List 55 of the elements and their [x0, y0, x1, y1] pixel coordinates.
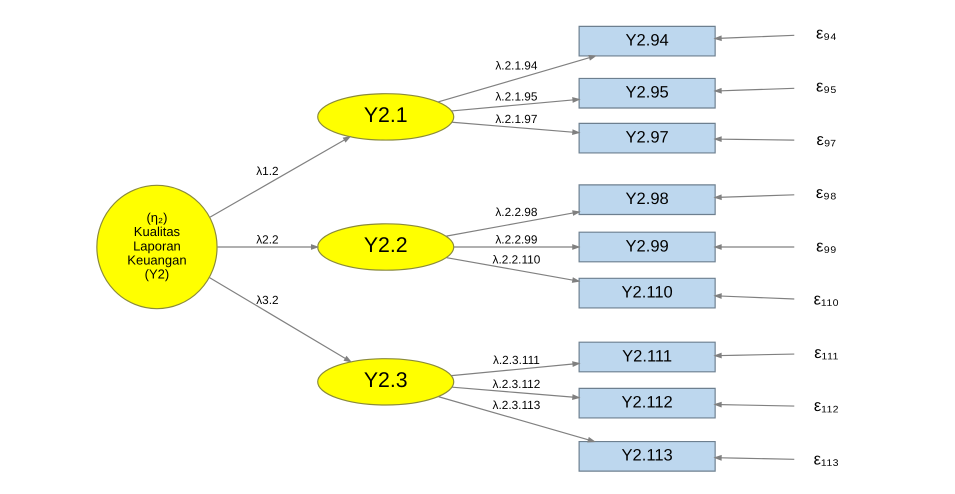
node-text: ε₁₁₂	[814, 396, 839, 416]
arrow	[713, 194, 794, 200]
node-text: ε₉₇	[816, 130, 836, 149]
node-text: ε₉₈	[816, 183, 837, 202]
arrow	[438, 396, 596, 442]
edge-label: λ.2.2.99	[495, 232, 538, 246]
node-text: ε₉₉	[816, 236, 837, 256]
node-text: ε₁₁₀	[814, 290, 840, 309]
node-box: Y2.99	[578, 232, 716, 262]
edge-label: λ.2.2.98	[495, 205, 538, 220]
edge-label: λ.2.1.97	[495, 112, 538, 126]
edge-label: λ.2.1.95	[495, 89, 538, 104]
arrow	[209, 277, 352, 363]
edge-label: λ.2.1.94	[495, 58, 538, 73]
node-box: Y2.95	[578, 78, 716, 109]
arrow	[438, 55, 598, 102]
node-text: ε₁₁₁	[814, 342, 838, 362]
edge-label: λ3.2	[256, 292, 279, 307]
arrow	[452, 97, 581, 112]
node-text: ε₉₄	[816, 23, 837, 42]
node-box: Y2.98	[578, 184, 716, 216]
arrow	[218, 244, 320, 250]
arrow	[713, 136, 794, 142]
edge-label: λ1.2	[256, 164, 279, 178]
arrow	[713, 352, 794, 358]
arrow	[713, 454, 794, 461]
node-box: Y2.111	[578, 342, 716, 372]
arrow	[446, 210, 581, 237]
arrow	[210, 136, 352, 218]
arrow	[713, 402, 794, 408]
node-box: Y2.94	[578, 26, 716, 57]
node-ellipse: Y2.2	[317, 223, 454, 271]
node-text: ε₉₅	[816, 76, 837, 96]
arrow	[713, 244, 794, 250]
edge-label: λ.2.2.110	[492, 252, 540, 267]
edge-label: λ.2.3.112	[492, 376, 540, 391]
arrow	[713, 293, 794, 300]
arrow	[452, 386, 581, 400]
node-text: ε₁₁₃	[814, 449, 839, 468]
arrow	[713, 88, 794, 94]
arrow	[713, 34, 794, 42]
arrow	[454, 244, 581, 250]
node-box: Y2.113	[578, 440, 716, 472]
node-box: Y2.112	[578, 388, 716, 419]
edge-label: λ2.2	[256, 232, 279, 246]
node-box: Y2.97	[578, 122, 716, 154]
node-ellipse: Y2.1	[317, 93, 454, 141]
node-circle: (η₂) Kualitas Laporan Keuangan (Y2)	[96, 184, 218, 310]
node-box: Y2.110	[578, 278, 716, 308]
arrow	[446, 257, 580, 283]
node-ellipse: Y2.3	[317, 358, 454, 406]
arrow	[452, 361, 581, 376]
edge-label: λ.2.3.113	[492, 398, 540, 412]
arrow	[452, 122, 581, 136]
edge-label: λ.2.3.111	[493, 353, 540, 368]
